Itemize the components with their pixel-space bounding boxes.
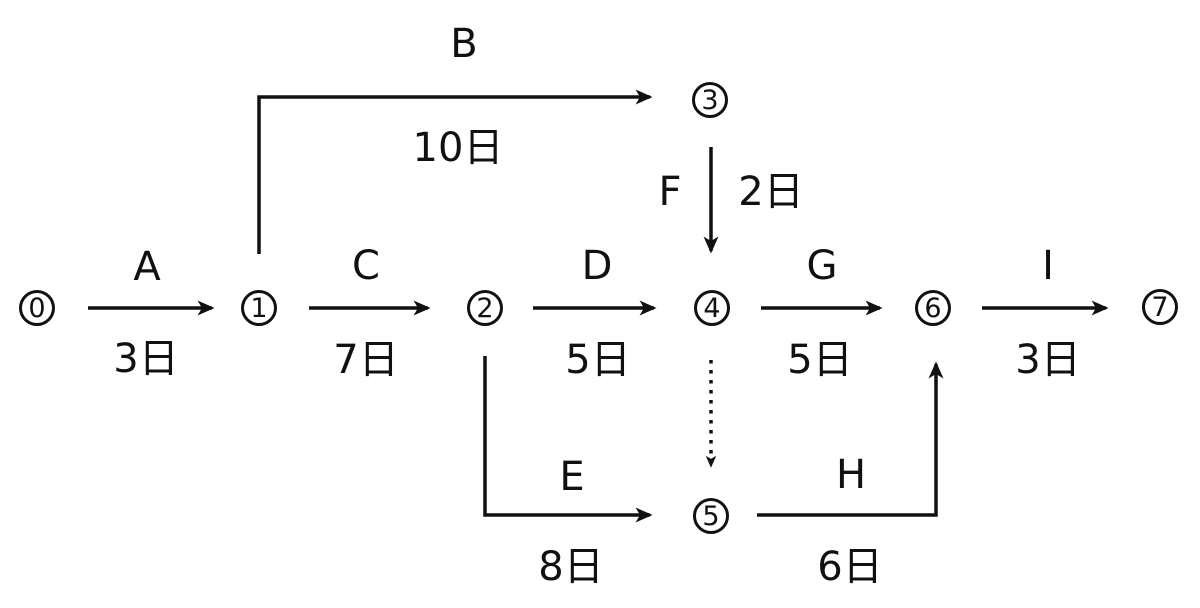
edge-H-duration-label: 6日 [817,544,883,590]
node-0: 0 [19,290,55,326]
edge-E-duration-label: 8日 [538,544,604,590]
edge-E-activity-label: E [559,454,585,500]
edge-I-duration-label: 3日 [1015,337,1081,383]
node-3-label: 3 [701,84,719,116]
node-1: 1 [241,290,277,326]
edge-H-arrow [757,361,944,517]
edge-D-activity-label: D [581,243,613,289]
node-6-label: 6 [924,292,942,324]
node-4-label: 4 [703,292,721,324]
edge-B-arrow [257,89,653,254]
edge-A-duration-label: 3日 [113,336,179,382]
node-5: 5 [693,498,729,534]
node-7: 7 [1142,289,1178,325]
node-4: 4 [694,290,730,326]
edge-E-arrow [483,356,653,523]
edge-D-duration-label: 5日 [565,337,631,383]
node-7-label: 7 [1151,291,1169,323]
edge-C-duration-label: 7日 [333,337,399,383]
node-3: 3 [692,82,728,118]
edge-I-activity-label: I [1042,243,1054,289]
edge-A-activity-label: A [133,244,161,290]
node-2-label: 2 [476,292,494,324]
node-6: 6 [915,290,951,326]
edge-G-duration-label: 5日 [787,337,853,383]
edge-F-activity-label: F [658,169,682,215]
node-2: 2 [467,290,503,326]
edge-F-duration-label: 2日 [738,169,804,215]
node-0-label: 0 [28,292,46,324]
edge-B-activity-label: B [450,21,478,67]
edge-G-activity-label: G [806,243,838,289]
edge-C-activity-label: C [352,243,380,289]
node-5-label: 5 [702,500,720,532]
edge-B-duration-label: 10日 [412,125,504,171]
edge-H-activity-label: H [835,452,867,498]
node-1-label: 1 [250,292,268,324]
